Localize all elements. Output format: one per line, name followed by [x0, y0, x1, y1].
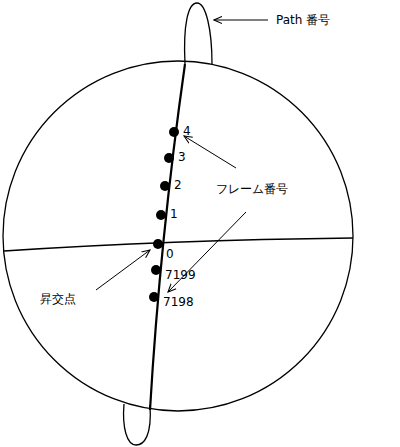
frame-dot — [156, 210, 166, 220]
equator-line — [4, 238, 353, 251]
frame-dot — [169, 127, 179, 137]
frame-number: 1 — [170, 207, 178, 221]
frame-number: 3 — [178, 150, 186, 164]
frame-dot — [160, 181, 170, 191]
orbit-track — [150, 64, 185, 410]
frame-number: 4 — [183, 124, 191, 138]
frame-number: 0 — [166, 247, 174, 261]
frame-number: 2 — [174, 178, 182, 192]
frame-dot — [164, 153, 174, 163]
frame-number: 7199 — [165, 268, 196, 282]
leader-arrow — [184, 136, 236, 168]
frame-dot — [151, 265, 161, 275]
frame-dot — [149, 292, 159, 302]
callout-label: 昇交点 — [40, 292, 76, 306]
globe-outline — [3, 61, 353, 411]
path-label: Path 番号 — [276, 13, 330, 27]
callout-label: フレーム番号 — [216, 182, 288, 196]
orbit-loop-top — [185, 3, 212, 64]
leader-arrow — [96, 250, 150, 290]
leader-arrow — [214, 20, 268, 21]
frame-number: 7198 — [163, 295, 194, 309]
frame-dot — [153, 239, 163, 249]
orbit-loop-bottom — [124, 404, 151, 445]
